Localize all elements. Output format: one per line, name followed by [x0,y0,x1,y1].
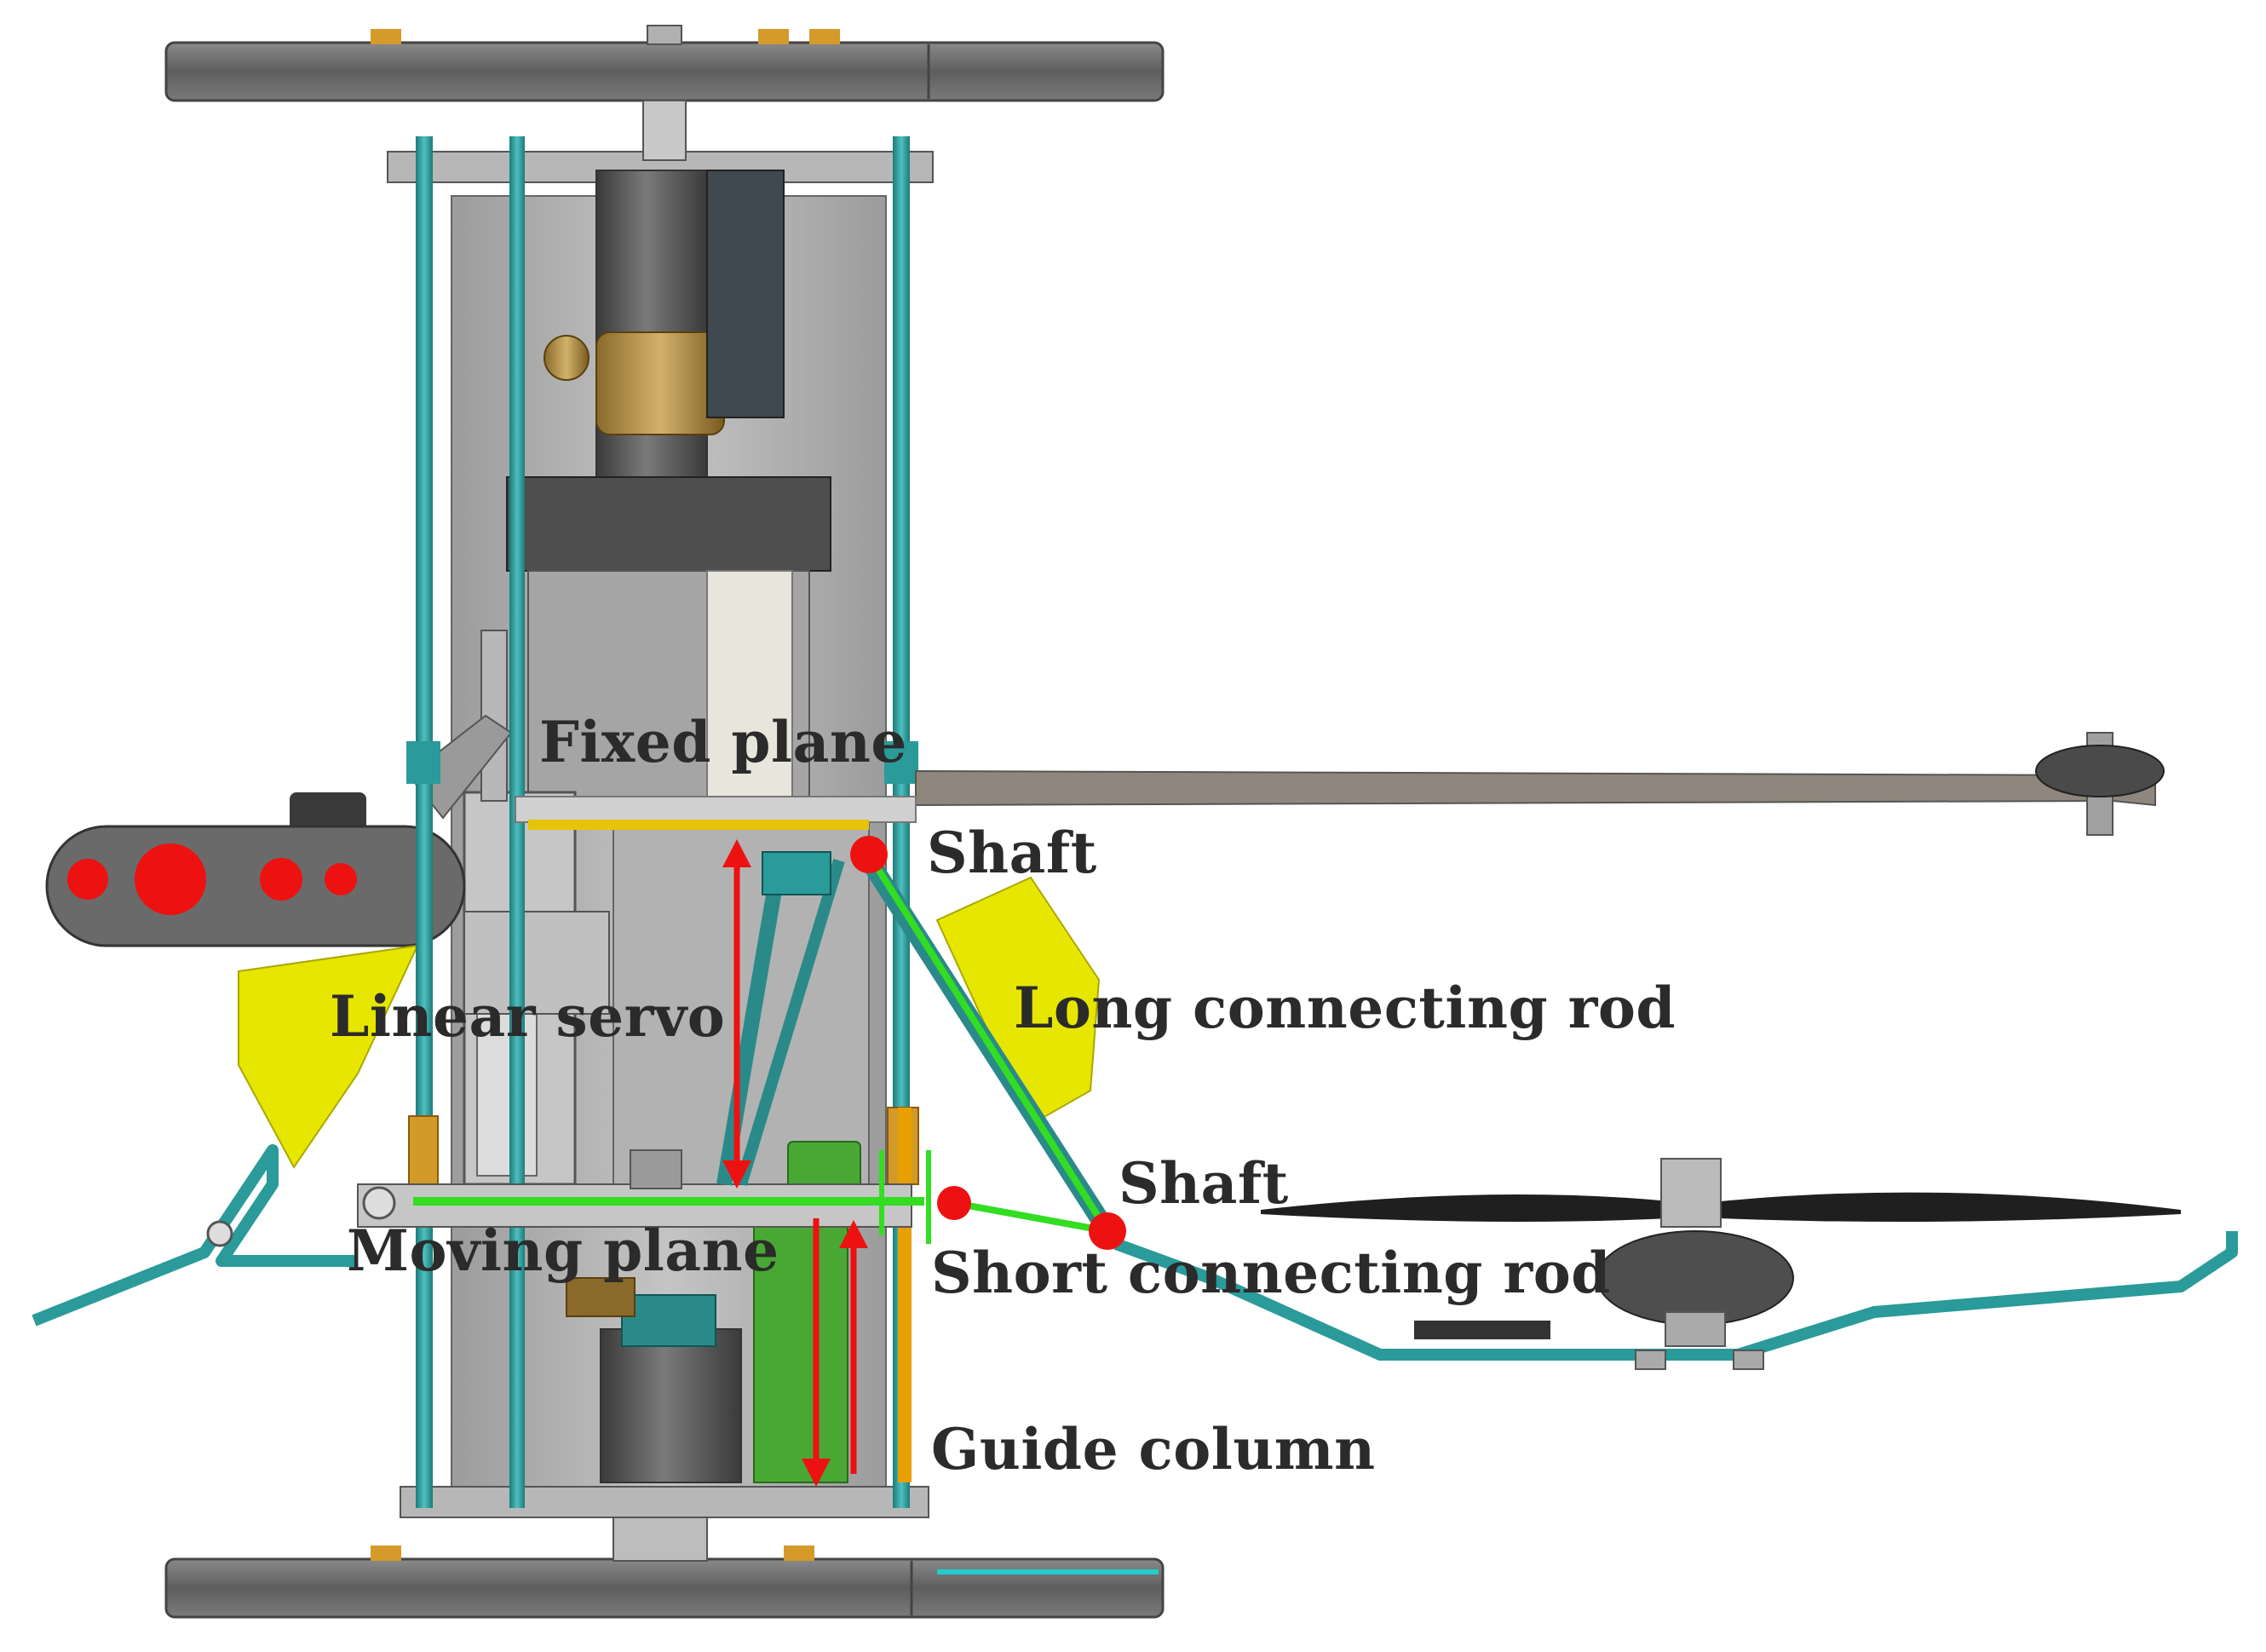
label-fixed-plane: Fixed plane [539,709,907,775]
left-blade [238,944,419,1169]
guide-column-highlight [898,1108,912,1482]
long-arm [915,732,2165,836]
short-rod-marker [937,1186,971,1220]
right-leg [1113,1231,2238,1370]
camera [45,714,513,947]
label-shaft-upper: Shaft [927,820,1097,886]
label-moving-plane: Moving plane [347,1217,779,1284]
green-highlights [413,852,1111,1244]
label-linear-servo: Linear servo [330,983,726,1050]
shaft-marker-lower [1089,1212,1126,1250]
left-leg [32,1144,358,1327]
label-long-connecting-rod: Long connecting rod [1014,975,1676,1041]
propeller [1261,1158,2181,1347]
label-shaft-lower: Shaft [1119,1150,1289,1217]
label-short-connecting-rod: Short connecting rod [931,1240,1611,1306]
label-guide-column: Guide column [931,1416,1376,1482]
guide-columns [406,136,919,1508]
fixed-plane [515,796,917,830]
bottom-plate [164,1516,1165,1619]
motion-arrows [722,839,868,1487]
shaft-marker-upper [850,836,888,873]
top-plate [164,25,1165,102]
